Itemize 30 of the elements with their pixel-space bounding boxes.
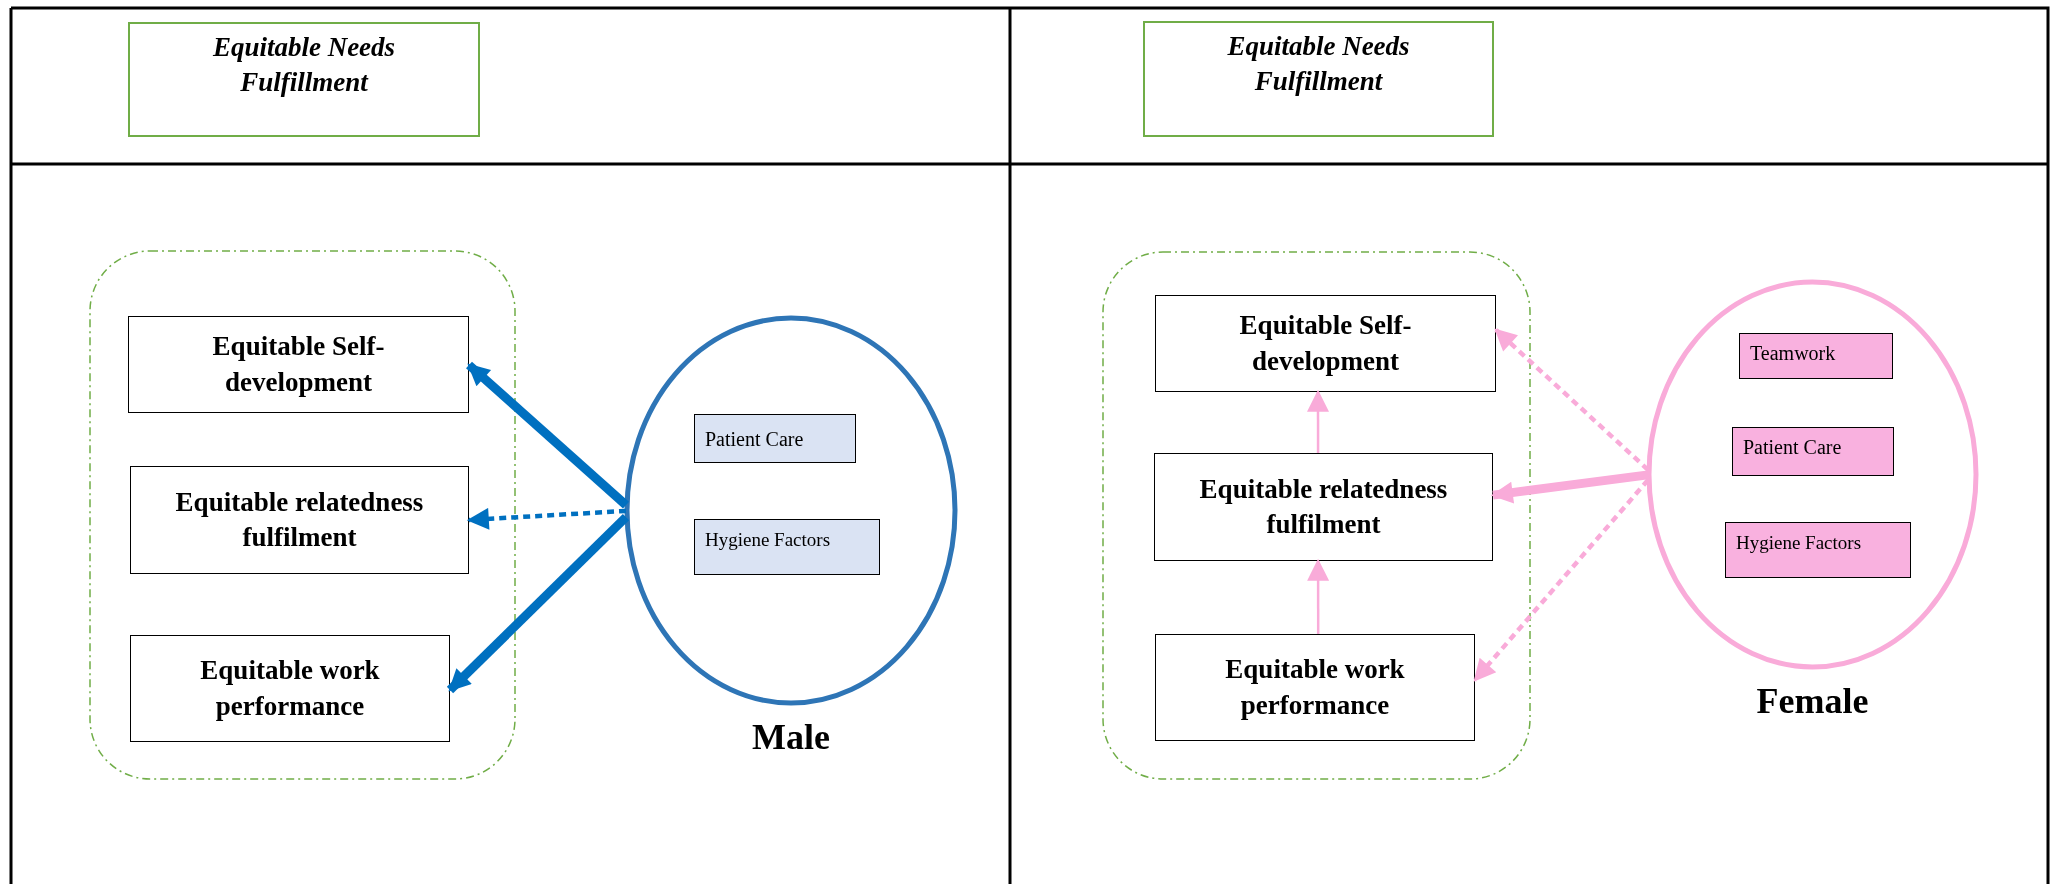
process-box xyxy=(1155,295,1496,392)
process-box xyxy=(130,466,469,574)
box-label: Hygiene Factors xyxy=(705,528,831,552)
box-label: Equitable work performance xyxy=(1224,653,1406,722)
box-label: Equitable Self-development xyxy=(211,330,386,399)
box-label: Patient Care xyxy=(705,426,804,452)
dashed-group-outline xyxy=(89,250,516,780)
factor-box xyxy=(694,519,880,575)
box-label: Equitable relatedness fulfilment xyxy=(174,485,425,554)
box-label: Patient Care xyxy=(1743,435,1842,460)
process-box xyxy=(130,635,450,742)
group-label: Female xyxy=(1755,680,1870,723)
dashed-group-outline xyxy=(1102,251,1531,780)
box-label: Equitable Self-development xyxy=(1238,309,1413,378)
group-label: Male xyxy=(751,716,831,759)
box-label: Equitable relatedness fulfilment xyxy=(1198,472,1449,541)
process-box xyxy=(1154,453,1493,561)
process-box xyxy=(128,316,469,413)
box-label: Hygiene Factors xyxy=(1736,531,1862,555)
process-box xyxy=(1155,634,1475,741)
factor-box xyxy=(694,414,856,463)
factor-box xyxy=(1732,427,1894,476)
title-box xyxy=(128,22,480,137)
box-label: Equitable work performance xyxy=(199,654,381,723)
factor-box xyxy=(1725,522,1911,578)
box-label: Equitable Needs Fulfillment xyxy=(211,31,397,100)
title-box xyxy=(1143,21,1494,137)
box-label: Equitable Needs Fulfillment xyxy=(1226,30,1411,99)
box-label: Teamwork xyxy=(1750,341,1836,366)
factor-box xyxy=(1739,333,1893,379)
